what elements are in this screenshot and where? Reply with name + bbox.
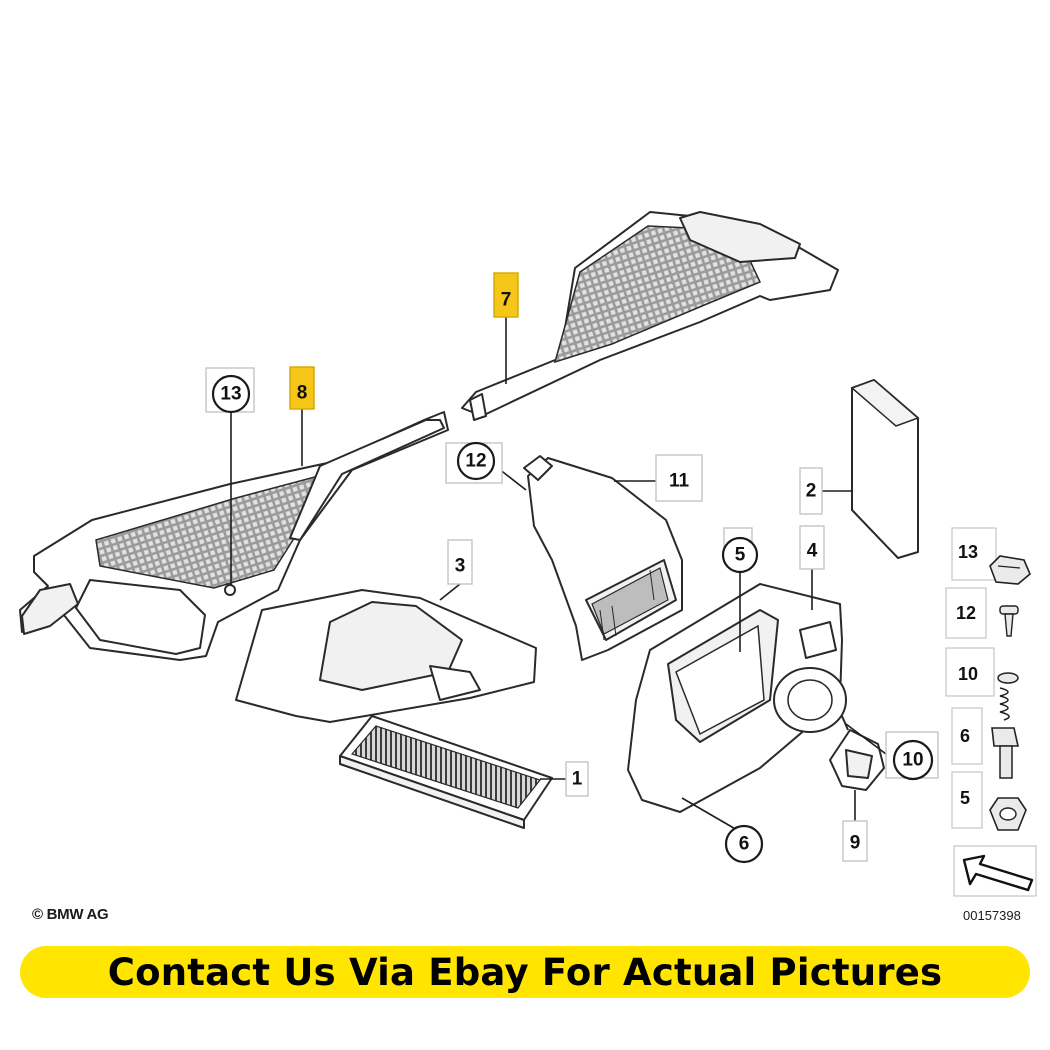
- legend-label: 12: [956, 603, 976, 623]
- callout-12: 12: [445, 441, 503, 484]
- spring-screw-icon: [997, 672, 1019, 721]
- callout-label: 5: [735, 545, 746, 566]
- callout-label: 6: [739, 834, 750, 855]
- hex-nut-icon: [989, 797, 1027, 831]
- cowl-panel-left: [19, 411, 449, 661]
- contact-banner: Contact Us Via Ebay For Actual Pictures: [20, 946, 1030, 998]
- callout-label: 12: [465, 451, 486, 472]
- callout-10: 10: [885, 731, 939, 781]
- callout-4: 4: [799, 525, 825, 570]
- callout-9: 9: [842, 820, 868, 862]
- callout-label: 9: [850, 833, 861, 854]
- callout-13: 13: [205, 367, 255, 414]
- sensor: [829, 715, 885, 791]
- screw-icon: [999, 605, 1019, 637]
- legend-item-10: 10: [945, 647, 1019, 721]
- callout-8: 8: [289, 366, 315, 410]
- filter-housing-cover: [235, 589, 537, 723]
- fastener-legend: 13 12 10 6: [945, 527, 1037, 897]
- legend-label: 13: [958, 542, 978, 562]
- callout-7: 7: [493, 272, 519, 318]
- legend-label: 5: [960, 788, 970, 808]
- bolt-icon: [991, 727, 1019, 779]
- callout-label: 1: [572, 769, 583, 790]
- callout-2: 2: [799, 467, 823, 515]
- legend-item-12: 12: [945, 587, 1019, 639]
- cowl-panel-right: [461, 211, 839, 421]
- housing-plate: [627, 583, 847, 813]
- copyright-text: © BMW AG: [32, 906, 109, 923]
- callout-label: 11: [669, 471, 690, 492]
- callout-label: 13: [220, 384, 241, 405]
- banner-text: Contact Us Via Ebay For Actual Pictures: [107, 950, 943, 994]
- cabin-filter: [339, 715, 553, 829]
- callout-6: 6: [724, 824, 764, 864]
- diagram-id: 00157398: [963, 908, 1021, 923]
- legend-item-5: 5: [951, 771, 1027, 831]
- legend-label: 10: [958, 664, 978, 684]
- air-duct: [523, 455, 683, 661]
- callout-label: 3: [455, 556, 466, 577]
- callout-5: 5: [721, 527, 759, 574]
- callout-label: 7: [501, 290, 512, 311]
- legend-item-6: 6: [951, 707, 1019, 779]
- callout-label: 10: [902, 750, 923, 771]
- callout-label: 2: [806, 481, 817, 502]
- callout-label: 8: [297, 383, 308, 404]
- callout-11: 11: [655, 454, 703, 502]
- callout-3: 3: [447, 539, 473, 585]
- callout-1: 1: [565, 761, 589, 797]
- direction-arrow-icon: [953, 845, 1037, 897]
- legend-item-13: 13: [951, 527, 1031, 585]
- callout-label: 4: [807, 541, 818, 562]
- legend-label: 6: [960, 726, 970, 746]
- clip-nut-icon: [989, 555, 1031, 585]
- filter-pad: [850, 379, 920, 559]
